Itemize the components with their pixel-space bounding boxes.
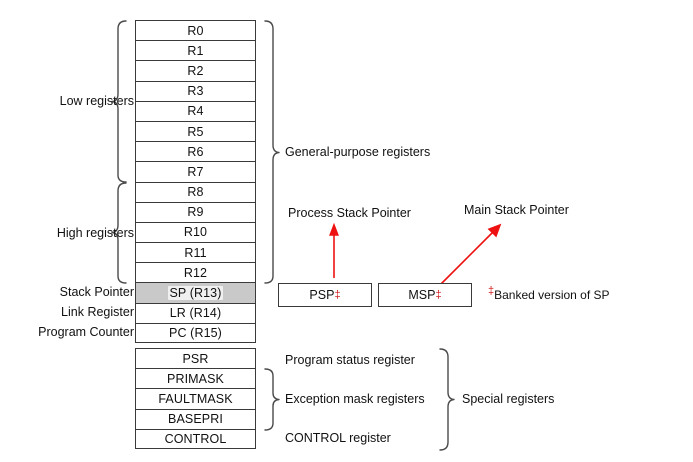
footnote-dagger-marker: ‡ [488, 285, 495, 297]
register-label: BASEPRI [168, 412, 223, 427]
footnote-banked-sp: ‡Banked version of SP [488, 285, 610, 303]
annotation-main-stack-pointer: Main Stack Pointer [464, 203, 569, 217]
register-row-pc[interactable]: PC (R15) [135, 322, 256, 343]
register-row-r1[interactable]: R1 [135, 40, 256, 61]
register-row-r10[interactable]: R10 [135, 221, 256, 243]
register-row-psr[interactable]: PSR [135, 348, 256, 369]
label-general-purpose-registers: General-purpose registers [285, 145, 431, 159]
register-label: R4 [187, 104, 204, 119]
register-label: R3 [187, 84, 204, 99]
register-row-r7[interactable]: R7 [135, 161, 256, 182]
register-row-r0[interactable]: R0 [135, 20, 256, 41]
msp-label: MSP [408, 288, 436, 302]
register-label: R8 [187, 185, 204, 200]
bracket-general-purpose [264, 20, 280, 284]
left-label-column: Low registers High registers Stack Point… [0, 0, 134, 462]
register-label: PC (R15) [169, 325, 222, 340]
psp-label: PSP [309, 288, 335, 302]
label-high-registers: High registers [56, 226, 134, 240]
register-label: R6 [187, 144, 204, 159]
label-special-registers: Special registers [462, 392, 555, 406]
label-exception-mask-registers: Exception mask registers [285, 392, 425, 406]
register-row-basepri[interactable]: BASEPRI [135, 408, 256, 429]
bracket-exception-mask [264, 368, 280, 431]
annotation-process-stack-pointer: Process Stack Pointer [288, 206, 411, 220]
register-label: R1 [187, 43, 204, 58]
register-row-r4[interactable]: R4 [135, 100, 256, 121]
register-label: FAULTMASK [158, 391, 233, 406]
register-row-r3[interactable]: R3 [135, 80, 256, 101]
register-label: R0 [187, 23, 204, 38]
register-label: R11 [184, 245, 207, 260]
register-row-r12[interactable]: R12 [135, 262, 256, 283]
register-row-r2[interactable]: R2 [135, 60, 256, 81]
register-row-r8[interactable]: R8 [135, 181, 256, 202]
register-label: CONTROL [164, 431, 227, 446]
special-register-stack: PSR PRIMASK FAULTMASK BASEPRI CONTROL [135, 348, 256, 449]
register-row-control[interactable]: CONTROL [135, 428, 256, 449]
register-row-r11[interactable]: R11 [135, 242, 256, 263]
msp-box[interactable]: MSP‡ [378, 283, 472, 307]
label-program-counter: Program Counter [38, 325, 134, 339]
register-row-r6[interactable]: R6 [135, 141, 256, 162]
register-label: R5 [187, 124, 204, 139]
register-label: PSR [182, 351, 209, 366]
general-purpose-register-stack: R0 R1 R2 R3 R4 R5 R6 R7 R8 R9 R10 R11 R1… [135, 20, 256, 343]
label-program-status-register: Program status register [285, 353, 415, 367]
psp-box[interactable]: PSP‡ [278, 283, 372, 307]
register-row-sp[interactable]: SP (R13) [135, 282, 256, 303]
label-low-registers: Low registers [59, 94, 134, 108]
register-label: PRIMASK [167, 371, 224, 386]
register-row-primask[interactable]: PRIMASK [135, 368, 256, 389]
register-row-r5[interactable]: R5 [135, 120, 256, 142]
register-label: LR (R14) [169, 306, 222, 321]
register-label: R9 [187, 205, 204, 220]
register-row-faultmask[interactable]: FAULTMASK [135, 388, 256, 409]
register-label: SP (R13) [167, 286, 224, 301]
register-label: R2 [187, 63, 204, 78]
register-row-lr[interactable]: LR (R14) [135, 302, 256, 323]
register-row-r9[interactable]: R9 [135, 201, 256, 222]
register-label: R10 [183, 225, 208, 240]
label-stack-pointer: Stack Pointer [59, 285, 134, 299]
label-control-register: CONTROL register [285, 431, 391, 445]
label-link-register: Link Register [61, 305, 134, 319]
psp-arrow [329, 222, 339, 278]
register-label: R7 [187, 164, 204, 179]
msp-arrow [440, 223, 502, 285]
footnote-text: Banked version of SP [494, 288, 610, 302]
register-label: R12 [183, 265, 208, 280]
bracket-special-registers [439, 348, 455, 451]
